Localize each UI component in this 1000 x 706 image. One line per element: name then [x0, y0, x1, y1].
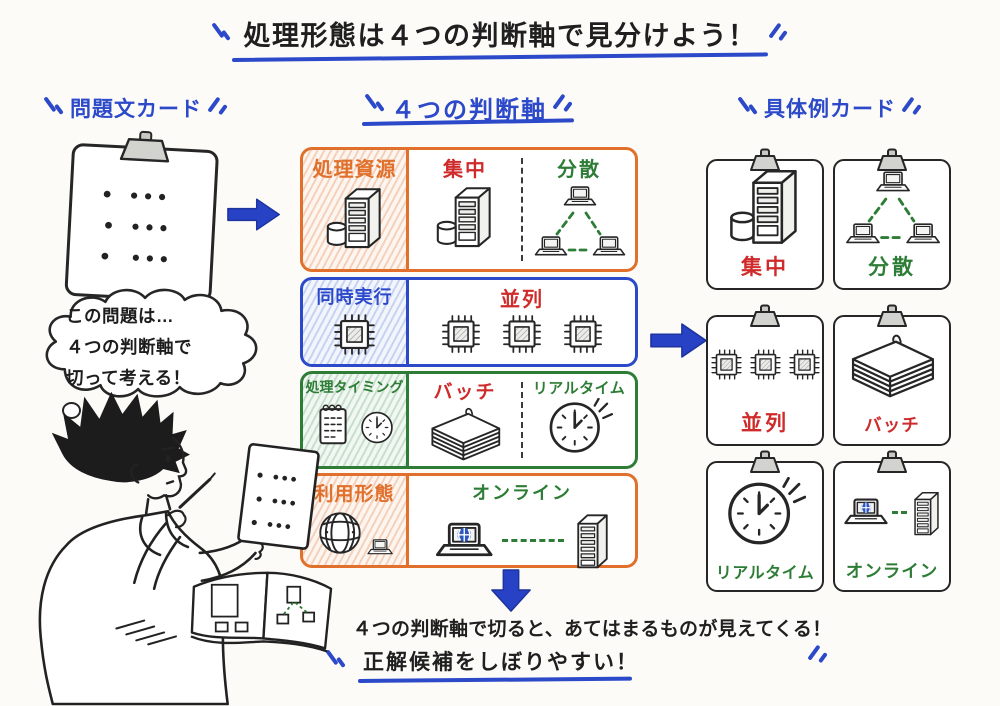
arrow-right-icon [227, 198, 280, 231]
student-illustration [38, 391, 333, 706]
example-card-centralized: 集中 [706, 148, 824, 290]
binder-clip-icon [750, 304, 780, 327]
binder-clip-icon [877, 450, 907, 473]
open-book [190, 571, 333, 653]
emphasis-ticks-icon [43, 96, 63, 115]
example-card-realtime: リアルタイム [706, 450, 824, 592]
server-database-icon [326, 188, 381, 249]
dashed-divider [521, 382, 523, 458]
option-label: リアルタイム [532, 380, 626, 397]
example-card-online: オンライン [833, 450, 951, 592]
thought-trail-bubble [62, 402, 81, 419]
dashed-link-line [892, 511, 907, 514]
paper-stack-icon [431, 407, 501, 461]
cpu-chip-icon [334, 314, 375, 355]
card-label: 分散 [868, 256, 916, 279]
option-realtime: リアルタイム [523, 374, 635, 466]
thought-line: ４つの判断軸で [66, 337, 192, 358]
emphasis-ticks-icon [901, 96, 921, 115]
title-underline [231, 52, 768, 62]
problem-card-heading-row: 問題文カード [38, 93, 234, 123]
hand-card [237, 443, 320, 550]
axis-name: 利用形態 [314, 484, 395, 505]
example-card-distributed: 分散 [833, 148, 951, 290]
distributed-laptops-icon [840, 165, 944, 251]
axis-name: 同時実行 [316, 287, 393, 307]
page-title-row: 処理形態は４つの判断軸で見分けよう！ [0, 14, 1000, 53]
card-label: バッチ [864, 415, 920, 435]
option-batch: バッチ [409, 374, 521, 466]
option-label: バッチ [433, 382, 497, 403]
cpu-chips-icon [439, 312, 605, 356]
card-label: 集中 [741, 256, 789, 279]
option-label: 集中 [443, 159, 487, 181]
option-centralized: 集中 [409, 150, 521, 269]
footer-line2: 正解候補をしぼりやすい！ [363, 651, 639, 674]
distributed-laptops-icon [529, 182, 629, 262]
axis-row-processing-timing: 処理タイミング バッチ リアルタイム [300, 371, 638, 469]
emphasis-ticks-icon [552, 93, 572, 112]
example-card-parallel: 並列 [706, 304, 824, 446]
server-database-icon [436, 187, 491, 248]
binder-clip-icon [877, 148, 907, 171]
example-card-batch: バッチ [833, 304, 951, 446]
examples-heading: 具体例カード [764, 98, 896, 121]
option-label: オンライン [472, 483, 572, 503]
alarm-clock-icon [546, 398, 613, 457]
page-title: 処理形態は４つの判断軸で見分けよう！ [243, 21, 757, 51]
option-online: オンライン [409, 476, 635, 569]
emphasis-ticks-icon [767, 22, 788, 41]
server-database-icon [728, 165, 802, 251]
emphasis-ticks-icon [807, 644, 827, 663]
cpu-chips-icon [709, 321, 822, 407]
emphasis-ticks-icon [737, 96, 757, 115]
axis-name-cell: 処理資源 [303, 150, 409, 269]
dashed-divider [521, 158, 523, 261]
option-label: 並列 [500, 289, 544, 311]
laptop-server-icon [433, 512, 612, 569]
card-label: オンライン [845, 561, 939, 581]
card-label: 並列 [741, 412, 789, 435]
examples-heading-row: 具体例カード [700, 93, 960, 123]
binder-clip-icon [750, 148, 780, 171]
option-label: 分散 [557, 159, 601, 181]
alarm-clock-icon [724, 467, 806, 559]
paper-stack-icon [845, 321, 939, 412]
axis-row-concurrency: 同時実行 並列 [300, 277, 638, 367]
emphasis-ticks-icon [210, 22, 231, 41]
axis-name-cell: 処理タイミング [303, 374, 409, 466]
thought-text: この問題は… ４つの判断軸で 切って考える！ [66, 301, 192, 394]
axis-name: 処理資源 [312, 159, 397, 181]
axis-name: 処理タイミング [305, 379, 404, 395]
option-parallel: 並列 [409, 280, 635, 364]
card-label: リアルタイム [715, 565, 815, 582]
emphasis-ticks-icon [207, 96, 227, 115]
dashed-link-line [501, 539, 564, 542]
axis-row-usage-form: 利用形態 オンライン [300, 473, 638, 569]
option-distributed: 分散 [523, 150, 635, 269]
axis-name-cell: 同時実行 [303, 280, 409, 364]
axis-row-processing-resource: 処理資源 集中 分散 [300, 147, 638, 272]
axis-name-cell: 利用形態 [303, 476, 409, 565]
binder-clip-icon [750, 450, 780, 473]
hair [51, 391, 190, 483]
thought-line: この問題は… [66, 306, 174, 326]
problem-card-heading: 問題文カード [70, 98, 202, 121]
arrow-right-icon [650, 323, 707, 358]
emphasis-ticks-icon [364, 93, 384, 112]
problem-clipboard-icon [64, 126, 220, 304]
laptop-server-icon [842, 467, 942, 558]
arrow-down-icon [491, 569, 531, 612]
thought-line: 切って考える！ [66, 368, 191, 389]
footer-underline [357, 676, 633, 683]
footer-line1: ４つの判断軸で切ると、あてはまるものが見えてくる！ [352, 619, 832, 640]
binder-clip-icon [877, 304, 907, 327]
